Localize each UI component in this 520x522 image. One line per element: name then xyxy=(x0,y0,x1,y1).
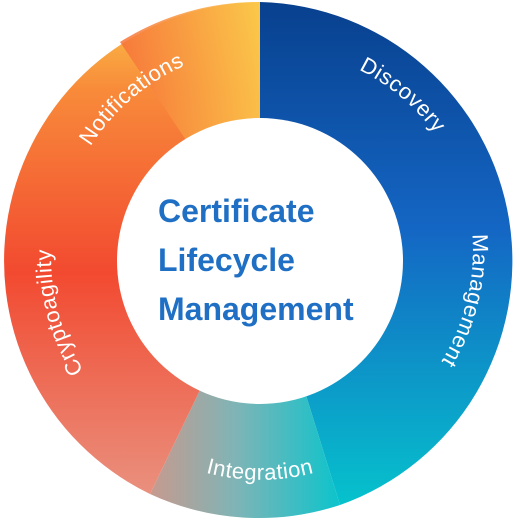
ring xyxy=(4,1,513,519)
center-title: Certificate Lifecycle Management xyxy=(158,193,354,327)
center-disc xyxy=(117,118,403,404)
center-title-line3: Management xyxy=(158,291,354,327)
segment-notifications-top xyxy=(120,1,260,141)
center-title-line2: Lifecycle xyxy=(158,242,295,278)
segment-discovery-management xyxy=(260,2,513,505)
segment-integration xyxy=(150,390,340,519)
center-title-line1: Certificate xyxy=(158,193,315,229)
